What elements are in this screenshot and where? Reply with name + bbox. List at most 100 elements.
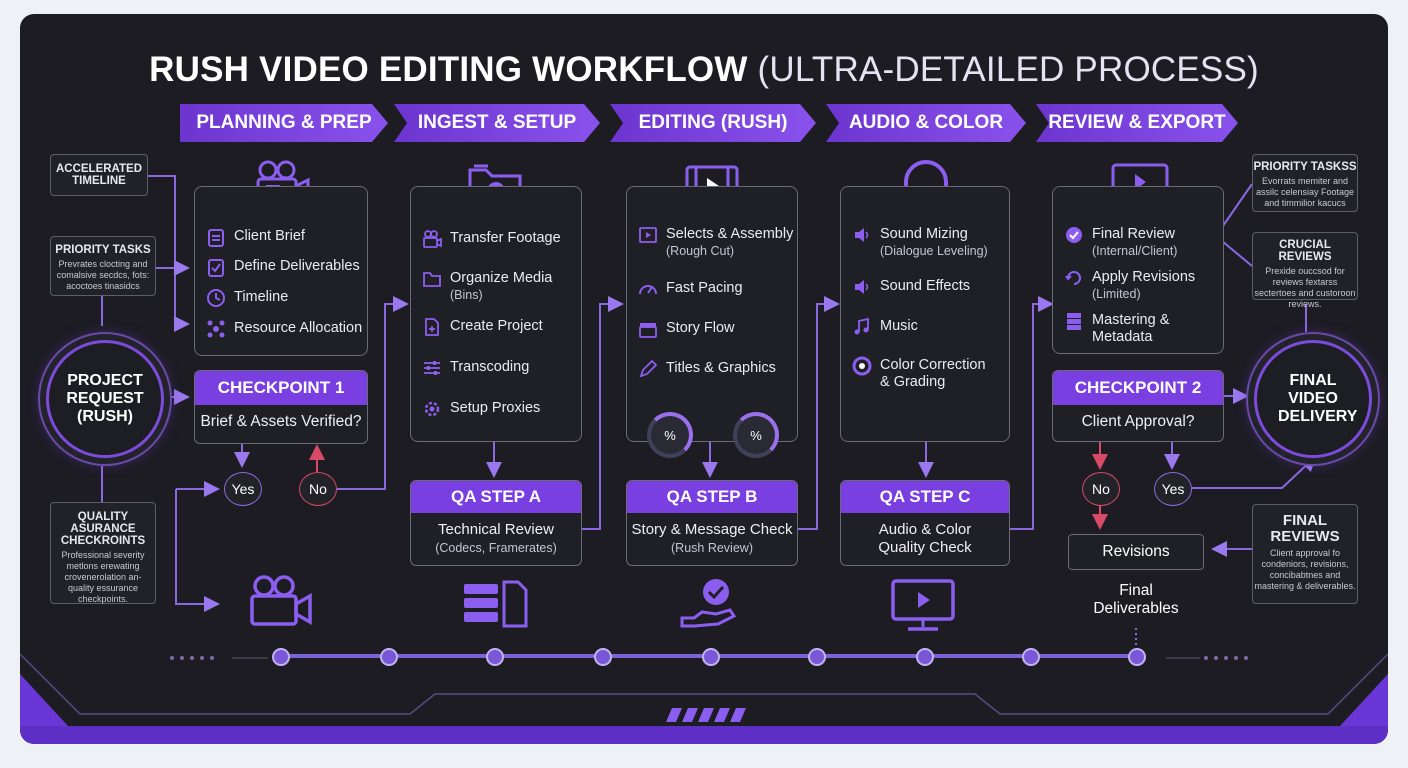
title-main: RUSH VIDEO EDITING WORKFLOW: [149, 50, 748, 89]
audio-item-sub: & Grading: [880, 374, 946, 390]
server-icon: [1067, 313, 1081, 330]
film-icon: [639, 227, 657, 243]
decorative-stripes: [666, 708, 746, 722]
list-item: Color Correction& Grading: [852, 356, 986, 391]
review-item-sub: (Limited): [1092, 287, 1141, 301]
clock-icon: [207, 289, 225, 307]
final-deliverables-label: Final Deliverables: [1093, 582, 1179, 617]
clapperboard-icon: [639, 323, 657, 338]
phase-audio-color: AUDIO & COLOR: [826, 104, 1026, 142]
list-item: Story Flow: [638, 320, 735, 339]
review-item-sub: (Internal/Client): [1092, 244, 1178, 258]
speaker-icon: [855, 228, 869, 242]
checkpoint-1-body: Brief & Assets Verified?: [200, 413, 362, 430]
list-item: Define Deliverables: [206, 258, 360, 277]
list-item: Final Review (Internal/Client): [1064, 226, 1177, 260]
timeline-node: [594, 648, 612, 666]
clipboard-icon: [208, 229, 224, 247]
editing-item-sub: (Rough Cut): [666, 244, 735, 258]
page-title: RUSH VIDEO EDITING WORKFLOW (ULTRA-DETAI…: [20, 50, 1388, 90]
list-item: Create Project: [422, 318, 543, 337]
phase-review-export: REVIEW & EXPORT: [1036, 104, 1238, 142]
camera-small-icon: [423, 230, 442, 248]
checkpoint-1: CHECKPOINT 1 Brief & Assets Verified?: [194, 370, 368, 444]
progress-gauge: %: [647, 412, 693, 458]
timeline-node: [1022, 648, 1040, 666]
list-item: Timeline: [206, 289, 288, 308]
audio-item-label: Sound Mizing: [880, 226, 968, 242]
note-final-body: Client approval fo condeniors, revisions…: [1254, 548, 1356, 591]
list-item: Fast Pacing: [638, 280, 743, 299]
list-item: Transcoding: [422, 359, 529, 378]
list-item: Apply Revisions(Limited): [1064, 269, 1195, 303]
new-file-icon: [425, 318, 439, 336]
title-paren: (ULTRA-DETAILED PROCESS): [757, 50, 1259, 89]
revisions-box: Revisions: [1068, 534, 1204, 570]
speaker-icon: [855, 280, 869, 294]
list-item: Titles & Graphics: [638, 359, 776, 379]
list-item: Organize Media(Bins): [422, 270, 552, 304]
editing-item-label: Fast Pacing: [666, 280, 743, 296]
sliders-icon: [424, 361, 440, 375]
timeline-node: [380, 648, 398, 666]
planning-item-label: Define Deliverables: [234, 258, 360, 274]
ingest-panel: [410, 186, 582, 442]
qa-a-head: QA STEP A: [411, 481, 581, 513]
list-item: Music: [852, 317, 918, 337]
timeline-node: [272, 648, 290, 666]
color-wheel-icon: [852, 356, 872, 376]
timeline-node: [486, 648, 504, 666]
qa-c-body: Audio & Color: [878, 521, 972, 538]
review-item-sub: Metadata: [1092, 329, 1153, 345]
network-icon: [207, 320, 225, 338]
note-r-priority-body: Evorrats memiter and assilc celensiay Fo…: [1255, 176, 1355, 208]
ingest-item-label: Transfer Footage: [450, 230, 561, 246]
qa-b-head: QA STEP B: [627, 481, 797, 513]
timeline-node: [702, 648, 720, 666]
timeline-node: [808, 648, 826, 666]
qa-a-sub: (Codecs, Framerates): [435, 541, 557, 555]
list-item: Sound Effects: [852, 278, 970, 297]
monitor-icon: [891, 579, 955, 631]
qa-b-body: Story & Message Check: [631, 521, 793, 538]
gear-icon: [424, 401, 440, 417]
phase-planning: PLANNING & PREP: [180, 104, 388, 142]
qa-c-sub: Quality Check: [878, 539, 972, 556]
revise-icon: [1065, 271, 1081, 285]
phase-ingest: INGEST & SETUP: [394, 104, 600, 142]
qa-c-head: QA STEP C: [841, 481, 1009, 513]
review-item-label: Final Review: [1092, 226, 1175, 242]
list-item: Resource Allocation: [206, 320, 362, 339]
planning-item-label: Resource Allocation: [234, 320, 363, 336]
note-crucial-body: Prexide ouccsod for reviews fextarss sec…: [1254, 266, 1356, 309]
note-accelerated-timeline: ACCELERATED TIMELINE: [50, 154, 148, 196]
editing-item-label: Selects & Assembly: [666, 226, 794, 242]
note-priority-tasks: PRIORITY TASKS Prevrates clocting and co…: [50, 236, 156, 296]
note-final-head: FINAL REVIEWS: [1270, 512, 1340, 545]
ingest-item-label: Transcoding: [450, 359, 530, 375]
speedometer-icon: [639, 285, 657, 295]
note-priority-body: Prevrates clocting and comalsive secdcs,…: [56, 259, 150, 291]
connector-lines: [20, 175, 1388, 744]
review-item-label: Mastering &: [1092, 312, 1170, 328]
editing-item-label: Story Flow: [666, 320, 735, 336]
decision-yes: Yes: [224, 472, 262, 506]
folder-icon: [423, 272, 441, 287]
planning-item-label: Client Brief: [234, 228, 305, 244]
note-quality-body: Professional severity metlons erewating …: [61, 550, 145, 604]
note-crucial-reviews: CRUCIAL REVIEWS Prexide ouccsod for revi…: [1252, 232, 1358, 309]
ingest-item-sub: (Bins): [450, 288, 483, 302]
end-node-label: FINAL VIDEO DELIVERY: [1278, 372, 1358, 425]
note-quality-assurance: QUALITY ASURANCE CHECKROINTS Professiona…: [50, 502, 156, 604]
timeline-node: [916, 648, 934, 666]
hand-check-icon: [680, 579, 737, 628]
checkpoint-2: CHECKPOINT 2 Client Approval?: [1052, 370, 1224, 442]
decision-yes: Yes: [1154, 472, 1192, 506]
note-final-reviews: FINAL REVIEWS Client approval fo condeni…: [1252, 504, 1358, 604]
ingest-item-label: Setup Proxies: [450, 400, 541, 416]
timeline-dots-left: [170, 656, 1248, 660]
list-item: Client Brief: [206, 228, 305, 247]
timeline-node: [1128, 648, 1146, 666]
music-note-icon: [854, 317, 869, 335]
